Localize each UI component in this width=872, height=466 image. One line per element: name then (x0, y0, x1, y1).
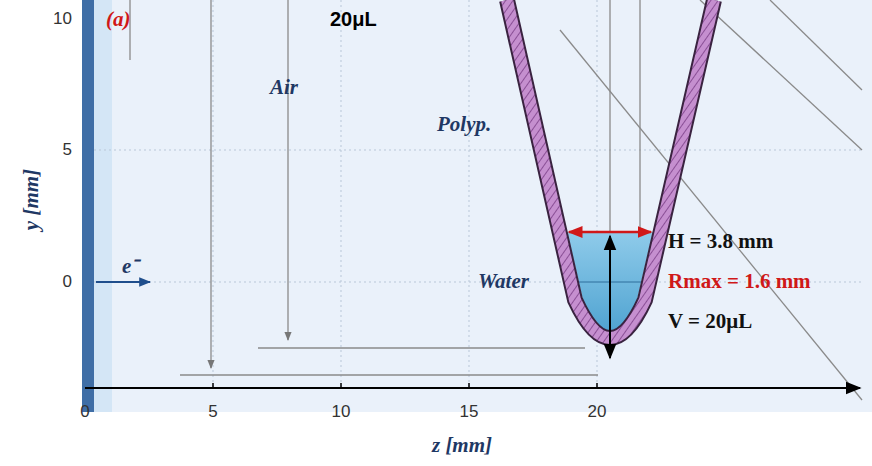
panel-letter: (a) (106, 8, 131, 31)
x-tick-label: 20 (588, 403, 607, 422)
y-axis-title: y [mm] (20, 169, 43, 230)
electron-beam-arrow (96, 281, 150, 283)
plot-ground (82, 0, 872, 412)
x-axis (85, 387, 860, 389)
material-label: Polyp. (437, 113, 491, 136)
x-ticks (213, 383, 597, 388)
construction-lines (130, 0, 862, 400)
x-axis-title: z [mm] (432, 434, 492, 457)
electron-label: e⁻ (122, 255, 138, 278)
height-dimension: H = 3.8 mm (668, 230, 773, 253)
radius-dimension: Rmax = 1.6 mm (668, 270, 811, 293)
x-tick-label: 10 (332, 403, 351, 422)
y-tick-label: 10 (53, 10, 72, 29)
radius-arrow (569, 231, 651, 234)
grid (94, 0, 862, 388)
volume-title: 20μL (330, 8, 377, 30)
x-tick-label: 15 (460, 403, 479, 422)
y-tick-label: 5 (63, 141, 72, 160)
volume-dimension: V = 20μL (668, 310, 752, 333)
medium-label: Water (478, 270, 529, 293)
medium-label: Air (270, 76, 298, 99)
x-tick-label: 5 (208, 403, 217, 422)
window-layer (94, 0, 112, 412)
y-tick-label: 0 (63, 273, 72, 292)
height-arrow (609, 236, 611, 358)
electron-window (82, 0, 94, 412)
x-tick-label: 0 (80, 403, 89, 422)
